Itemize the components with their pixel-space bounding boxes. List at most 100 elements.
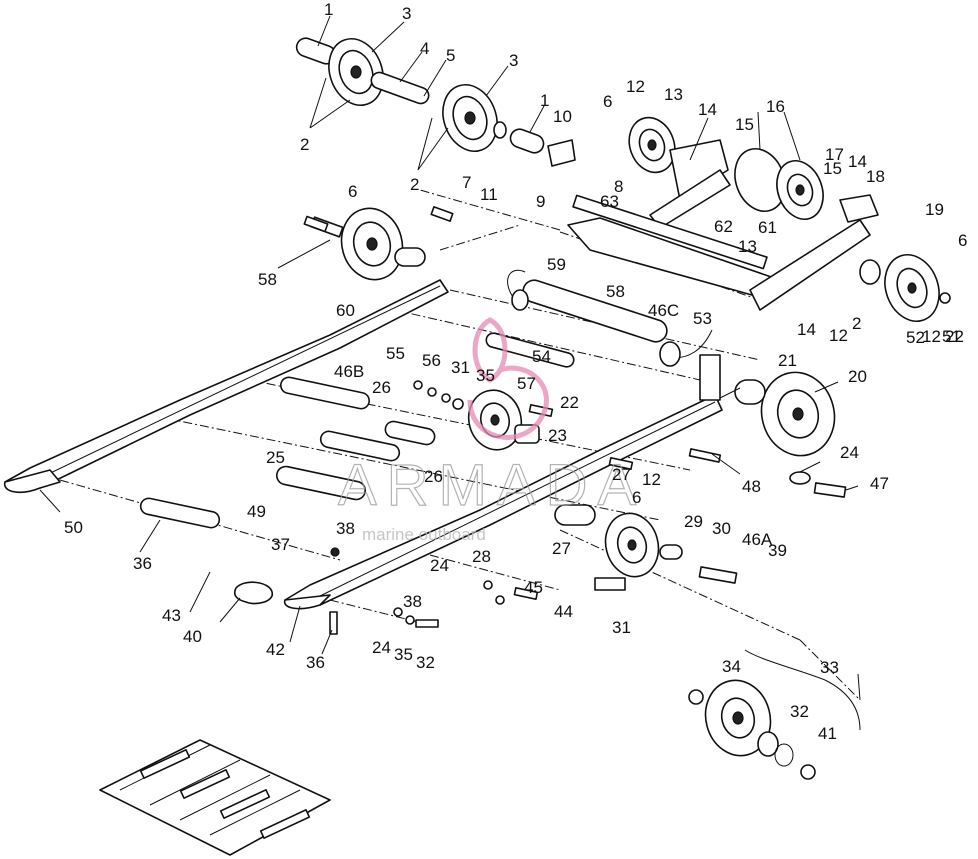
callout-label: 48 [742,477,761,496]
callout-label: 12 [829,326,848,345]
callout-label: 63 [600,192,619,211]
callout-label: 8 [614,177,623,196]
callout-label: 24 [840,443,859,462]
callout-label: 17 [825,145,844,164]
callout-label: 56 [422,351,441,370]
callout-label: 20 [848,367,867,386]
callout-label: 38 [336,519,355,538]
callout-label: 53 [693,309,712,328]
callout-label: 44 [554,602,573,621]
callout-label: 39 [768,541,787,560]
callout-label: 34 [722,657,741,676]
callout-label: 30 [712,519,731,538]
callout-label: 22 [945,327,964,346]
callout-label: 42 [266,640,285,659]
left-slide-rail [4,279,449,494]
callout-label: 52 [906,328,925,347]
callout-label: 6 [958,231,967,250]
front-wheel-axle-assembly [295,37,576,167]
callout-label: 24 [372,638,391,657]
callout-label: 12 [642,470,661,489]
callout-labels-bottom: 50 49 38 37 28 27 29 30 46A 39 36 24 45 … [64,502,839,743]
callout-label: 31 [451,358,470,377]
callout-label: 62 [714,217,733,236]
callout-label: 27 [612,465,631,484]
callout-label: 6 [632,488,641,507]
callout-label: 40 [183,627,202,646]
callout-label: 2 [410,175,419,194]
right-rear-idler [734,371,847,498]
callout-label: 13 [664,85,683,104]
callout-label: 37 [271,535,290,554]
callout-label: 26 [424,467,443,486]
callout-label: 10 [553,107,572,126]
callout-label: 45 [524,578,543,597]
callout-label: 36 [133,554,152,573]
callout-label: 29 [684,512,703,531]
callout-label: 19 [925,200,944,219]
callout-label: 41 [818,724,837,743]
callout-label: 26 [372,378,391,397]
callout-label: 24 [430,556,449,575]
callout-label: 36 [306,653,325,672]
wheel-31-exploded [688,649,861,780]
callout-label: 2 [852,314,861,333]
cross-shafts [139,332,575,529]
callout-labels: 1 3 4 5 3 2 2 1 10 6 12 13 14 15 16 17 1… [300,0,967,346]
rail-bumper [233,581,273,605]
callout-label: 15 [735,115,754,134]
callout-label: 61 [758,218,777,237]
callout-label: 58 [606,282,625,301]
watermark: ARMADA marine outboard [337,317,646,544]
callout-label: 43 [162,606,181,625]
callout-label: 25 [266,448,285,467]
callout-label: 15 [823,159,842,178]
callout-label: 14 [698,100,717,119]
callout-label: 3 [509,51,518,70]
middle-idler [467,389,540,451]
callout-label: 5 [446,46,455,65]
fasteners [303,206,722,635]
rear-upper-assembly [567,116,951,322]
callout-label: 60 [336,301,355,320]
callout-label: 58 [258,270,277,289]
track-section [99,739,331,856]
callout-leaders [39,15,861,701]
callout-label: 12 [626,77,645,96]
lower-rail-wheel [554,504,738,591]
callout-label: 32 [416,653,435,672]
callout-label: 31 [612,618,631,637]
callout-label: 14 [848,152,867,171]
callout-label: 51 [942,327,961,346]
right-slide-rail [283,354,723,610]
callout-label: 46A [742,530,773,549]
callout-label: 33 [820,658,839,677]
callout-label: 16 [766,97,785,116]
callout-label: 9 [536,192,545,211]
callout-label: 1 [324,0,333,19]
callout-label: 35 [476,366,495,385]
callout-label: 1 [540,91,549,110]
callout-label: 28 [472,547,491,566]
callout-label: 32 [790,702,809,721]
watermark-brand: ARMADA [338,453,646,518]
callout-label: 4 [420,39,429,58]
callout-label: 46C [648,301,679,320]
callout-label: 6 [603,92,612,111]
watermark-logo [467,317,549,440]
callout-label: 46B [334,362,364,381]
callout-label: 14 [797,320,816,339]
callout-label: 13 [738,237,757,256]
callout-label: 21 [778,351,797,370]
callout-label: 6 [348,182,357,201]
callout-label: 12 [922,327,941,346]
callout-label: 18 [866,167,885,186]
callout-label: 55 [386,344,405,363]
callout-label: 50 [64,518,83,537]
callout-label: 35 [394,645,413,664]
callout-label: 22 [560,393,579,412]
callout-label: 54 [532,347,551,366]
callout-label: 47 [870,474,889,493]
callout-labels-lower: 58 60 59 58 46C 53 54 55 56 31 35 57 22 … [258,255,961,507]
